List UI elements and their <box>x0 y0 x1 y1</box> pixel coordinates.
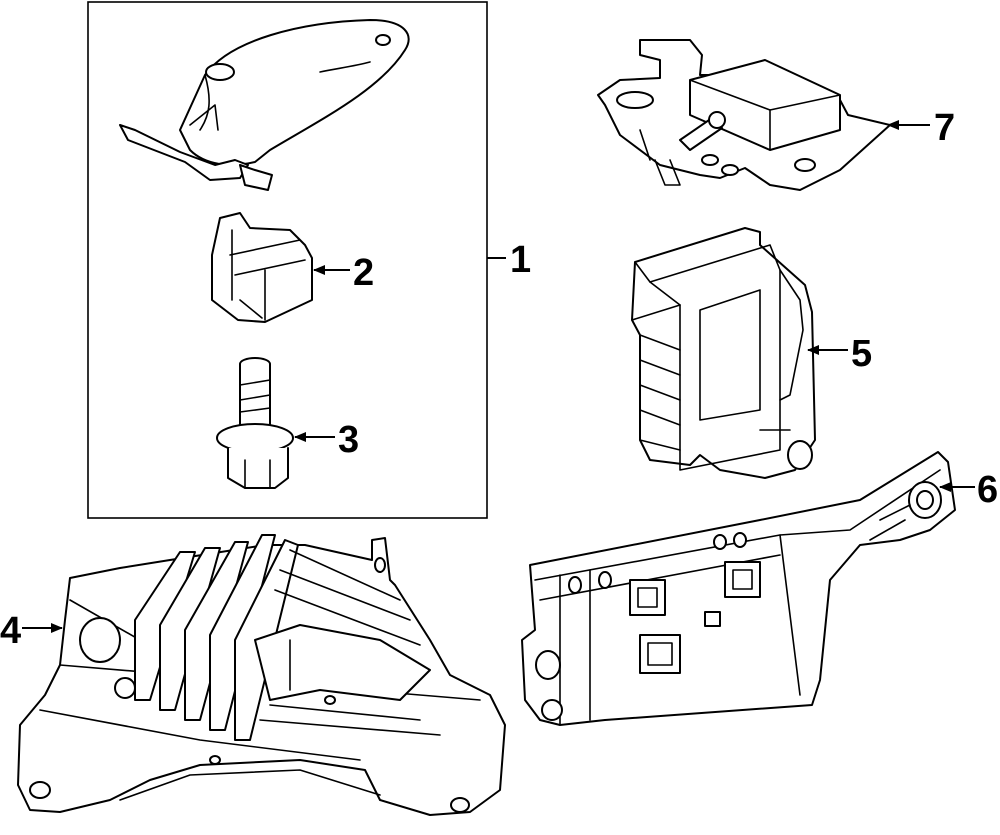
callout-5: 5 <box>851 333 872 375</box>
callout-labels: 1 2 3 4 5 6 7 <box>0 107 998 652</box>
ecu-heatsink-part-4 <box>17 534 506 816</box>
callout-2: 2 <box>353 252 374 294</box>
callout-7: 7 <box>934 107 955 149</box>
callout-6: 6 <box>977 469 998 511</box>
callout-1: 1 <box>510 239 531 281</box>
bolt-part-3 <box>216 357 294 489</box>
leader-lines <box>22 120 975 633</box>
control-module-part-5 <box>631 227 816 479</box>
callout-3: 3 <box>338 419 359 461</box>
sensor-bracket-part-7 <box>597 39 891 191</box>
callout-4: 4 <box>0 610 21 652</box>
assembly-group-box <box>87 1 488 519</box>
mounting-bracket-part-6 <box>521 451 956 726</box>
clip-part-2 <box>211 212 313 323</box>
antenna-housing <box>119 19 410 191</box>
